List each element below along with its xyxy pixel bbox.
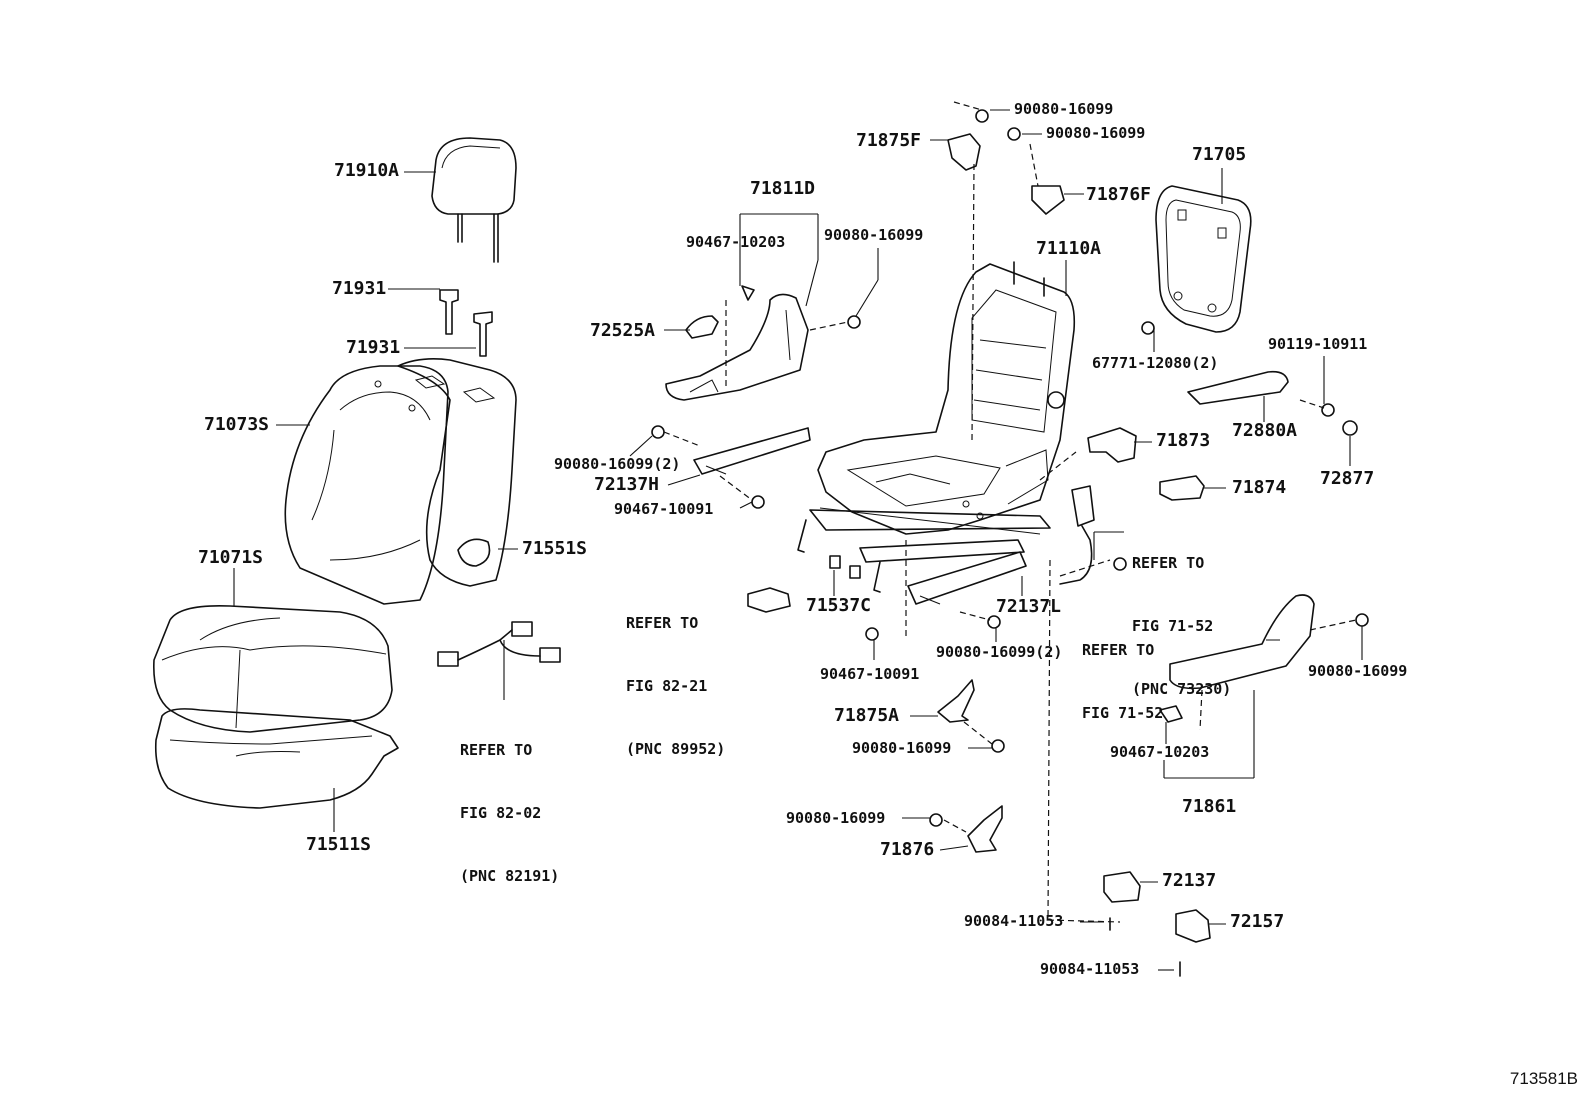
refer-line: FIG 71-52 xyxy=(1082,704,1164,722)
refer-line: REFER TO xyxy=(460,741,533,759)
label-71875F: 71875F xyxy=(856,130,922,151)
refer-line: (PNC 82191) xyxy=(460,867,560,885)
label-67771-12080: 67771-12080(2) xyxy=(1092,354,1219,372)
label-71931-upper: 71931 xyxy=(332,278,387,299)
label-90080-16099-top2: 90080-16099 xyxy=(1046,124,1146,142)
harness-drawing xyxy=(437,621,561,667)
label-90080-16099-71875A: 90080-16099 xyxy=(852,739,952,757)
label-71910A: 71910A xyxy=(334,160,400,181)
refer-line: FIG 82-21 xyxy=(626,677,708,695)
label-90080-16099-recliner: 90080-16099 xyxy=(824,226,924,244)
recliner-cover-drawing xyxy=(665,285,809,401)
refer-line: FIG 71-52 xyxy=(1132,617,1214,635)
label-71110A: 71110A xyxy=(1036,238,1102,259)
refer-line: (PNC 73230) xyxy=(1132,680,1232,698)
label-90119-10911: 90119-10911 xyxy=(1268,335,1368,353)
label-71875A: 71875A xyxy=(834,705,900,726)
label-71811D: 71811D xyxy=(750,178,816,199)
dashed-assembly-lines xyxy=(663,101,1357,923)
label-72137: 72137 xyxy=(1162,870,1217,891)
buckle-drawing xyxy=(1059,485,1095,585)
refer-line: REFER TO xyxy=(626,614,699,632)
label-72525A: 72525A xyxy=(590,320,656,341)
label-71874: 71874 xyxy=(1232,477,1287,498)
label-71073S: 71073S xyxy=(204,414,270,435)
headrest-guides-drawing xyxy=(439,289,493,357)
refer-fig-71-52-pnc: REFER TO FIG 71-52 (PNC 73230) xyxy=(1132,511,1231,721)
label-90084-11053-upper: 90084-11053 xyxy=(964,912,1064,930)
label-71873: 71873 xyxy=(1156,430,1211,451)
seatback-pad-drawing xyxy=(397,358,517,587)
refer-line: REFER TO xyxy=(1082,641,1155,659)
label-90080-16099-top1: 90080-16099 xyxy=(1014,100,1114,118)
label-90084-11053-lower: 90084-11053 xyxy=(1040,960,1140,978)
label-90080-16099-2-left: 90080-16099(2) xyxy=(554,455,681,473)
figure-id: 713581B xyxy=(1509,1069,1578,1088)
refer-line: REFER TO xyxy=(1132,554,1205,572)
label-71551S: 71551S xyxy=(522,538,588,559)
label-71511S: 71511S xyxy=(306,834,372,855)
label-71537C: 71537C xyxy=(806,595,872,616)
label-90467-10091-lower: 90467-10091 xyxy=(820,665,920,683)
label-90467-10091-upper: 90467-10091 xyxy=(614,500,714,518)
side-cover-71861-drawing xyxy=(1159,594,1315,723)
refer-fig-82-21: REFER TO FIG 82-21 (PNC 89952) xyxy=(626,571,725,781)
label-90467-10203-lower: 90467-10203 xyxy=(1110,743,1210,761)
refer-fig-71-52: REFER TO FIG 71-52 xyxy=(1082,598,1163,745)
label-71876F: 71876F xyxy=(1086,184,1152,205)
cushion-cover-drawing xyxy=(153,604,393,733)
label-71931-lower: 71931 xyxy=(346,337,401,358)
brackets-top-drawing xyxy=(947,133,1065,215)
label-72877: 72877 xyxy=(1320,468,1375,489)
label-72157: 72157 xyxy=(1230,911,1285,932)
headrest-drawing xyxy=(431,137,517,263)
brackets-bottom-drawing xyxy=(1103,871,1211,943)
label-72880A: 72880A xyxy=(1232,420,1298,441)
rail-covers-drawing xyxy=(693,427,1027,605)
cushion-pad-drawing xyxy=(154,708,399,809)
seatback-cover-drawing xyxy=(284,365,449,605)
leader-lines xyxy=(233,109,1363,971)
refer-fig-82-02: REFER TO FIG 82-02 (PNC 82191) xyxy=(460,698,559,908)
refer-line: FIG 82-02 xyxy=(460,804,542,822)
lever-72525A-drawing xyxy=(685,315,719,339)
label-71876: 71876 xyxy=(880,839,935,860)
label-71861: 71861 xyxy=(1182,796,1237,817)
side-shield-drawing xyxy=(1155,185,1252,333)
label-90080-16099-71876: 90080-16099 xyxy=(786,809,886,827)
label-90080-16099-71861: 90080-16099 xyxy=(1308,662,1408,680)
label-71705: 71705 xyxy=(1192,144,1247,165)
refer-line: (PNC 89952) xyxy=(626,740,726,758)
label-71071S: 71071S xyxy=(198,547,264,568)
label-90467-10203-upper: 90467-10203 xyxy=(686,233,786,251)
label-72137H: 72137H xyxy=(594,474,660,495)
brackets-lower-drawing xyxy=(937,679,1003,853)
seat-frame-drawing xyxy=(797,261,1076,593)
label-90080-16099-2-right: 90080-16099(2) xyxy=(936,643,1063,661)
connectors-drawing xyxy=(747,555,861,613)
label-72137L: 72137L xyxy=(996,596,1062,617)
lever-72880A-drawing xyxy=(1187,370,1289,405)
brackets-drawing xyxy=(1087,427,1205,501)
